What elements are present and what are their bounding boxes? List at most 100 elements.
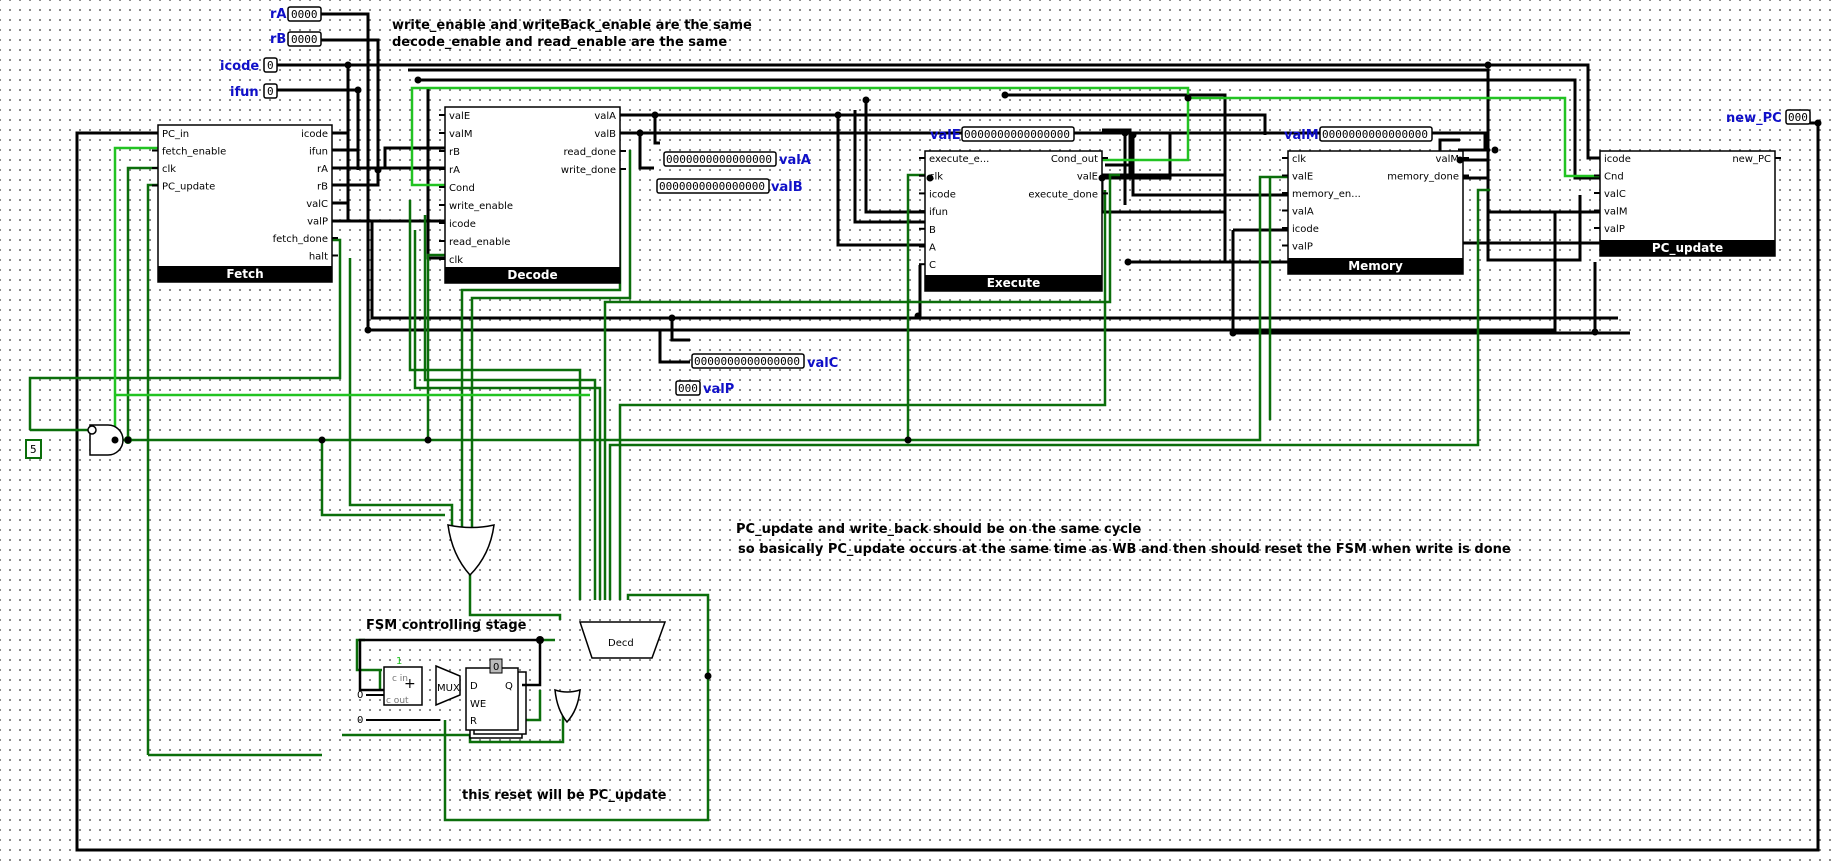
svg-text:valE: valE (930, 128, 961, 143)
pin-clock[interactable]: 5 (25, 439, 42, 459)
input-port-label: rB (449, 147, 460, 158)
svg-text:0000000000000000: 0000000000000000 (666, 153, 772, 166)
input-port-label: valA (1292, 207, 1314, 218)
svg-text:1: 1 (396, 656, 402, 667)
output-port-label: valB (594, 129, 616, 140)
fsm-mux[interactable]: MUX (435, 664, 461, 707)
block-title-bar (1600, 240, 1775, 256)
note-fsm-stage: FSM controlling stage (366, 618, 527, 633)
input-port-label: icode (1604, 154, 1631, 165)
input-port-label: valM (449, 129, 472, 140)
probe-valM: valM 0000000000000000 (1284, 126, 1433, 143)
pin-ifun[interactable]: ifun 0 (230, 83, 278, 100)
junction-dot (1229, 329, 1237, 337)
decoder[interactable]: Decd (578, 621, 667, 659)
input-port-label: Cond (449, 183, 475, 194)
junction-dot (424, 436, 432, 444)
svg-text:0000000000000000: 0000000000000000 (964, 128, 1070, 141)
fsm-adder[interactable]: 1 + c in c out (383, 656, 423, 706)
fsm-constant-2: 0 (357, 715, 440, 726)
output-port-label: memory_done (1387, 172, 1459, 183)
junction-dot (1184, 94, 1192, 102)
svg-text:0: 0 (357, 715, 363, 726)
svg-text:c in: c in (392, 674, 408, 684)
junction-dot (1814, 119, 1822, 127)
junction-dot (1491, 146, 1499, 154)
note-pc-update-cycle: PC_update and write_back should be on th… (736, 522, 1141, 537)
input-port-label: icode (449, 219, 476, 230)
junction-dot (536, 636, 544, 644)
or-gate-large[interactable] (447, 524, 495, 577)
input-port-label: valE (449, 111, 470, 122)
output-port-label: read_done (564, 147, 616, 158)
junction-dot (862, 96, 870, 104)
probe-new-PC: new_PC 000 (1726, 109, 1811, 126)
junction-dot (636, 129, 644, 137)
svg-text:valB: valB (771, 180, 803, 195)
svg-text:new_PC: new_PC (1726, 111, 1782, 126)
output-port-label: rB (317, 182, 328, 193)
block-title: Decode (507, 268, 557, 282)
fetch-block[interactable]: FetchPC_infetch_enableclkPC_updateicodei… (152, 124, 338, 283)
or-gate-small[interactable] (554, 688, 581, 724)
svg-text:Q: Q (505, 681, 513, 692)
input-port-label: clk (162, 164, 176, 175)
svg-text:+: + (404, 676, 416, 692)
light-green-wires (113, 86, 1600, 440)
junction-dot (1121, 129, 1129, 137)
block-title: PC_update (1652, 241, 1723, 256)
junction-dot (124, 436, 132, 444)
block-title: Execute (987, 276, 1041, 290)
svg-text:WE: WE (470, 699, 486, 710)
svg-text:ifun: ifun (230, 85, 259, 100)
output-port-label: valM (1436, 154, 1459, 165)
svg-text:000: 000 (678, 382, 698, 395)
junction-dot (111, 436, 119, 444)
note-write-enable: write_enable and writeBack_enable are th… (392, 18, 752, 33)
input-port-label: valM (1604, 207, 1627, 218)
pin-rB[interactable]: rB 0000 (270, 31, 322, 47)
pin-icode[interactable]: icode 0 (220, 57, 278, 74)
output-port-label: new_PC (1732, 154, 1771, 165)
input-port-label: icode (929, 189, 956, 200)
junction-dot (1591, 328, 1599, 336)
input-port-label: valC (1604, 189, 1626, 200)
input-port-label: write_enable (449, 201, 513, 212)
svg-text:0000000000000000: 0000000000000000 (1322, 128, 1428, 141)
svg-text:0: 0 (267, 85, 274, 98)
note-pc-update-reset: so basically PC_update occurs at the sam… (738, 542, 1511, 557)
junction-dot (704, 672, 712, 680)
junction-dot (914, 312, 922, 320)
decode-block[interactable]: DecodevalEvalMrBrACondwrite_enableicoder… (439, 106, 626, 284)
output-port-label: valP (307, 217, 328, 228)
input-port-label: A (929, 243, 936, 254)
svg-text:000: 000 (1788, 111, 1808, 124)
pin-rA[interactable]: rA 0000 (270, 6, 322, 22)
svg-text:Decd: Decd (608, 638, 634, 649)
svg-text:5: 5 (30, 443, 37, 456)
junction-dot (414, 76, 422, 84)
execute-block[interactable]: Executeexecute_e...clkicodeifunBACCond_o… (919, 150, 1108, 292)
svg-text:0: 0 (357, 690, 363, 701)
output-port-label: rA (317, 164, 328, 175)
green-wires (28, 150, 1490, 822)
and-gate[interactable] (87, 424, 132, 456)
junction-dot (904, 436, 912, 444)
svg-text:rA: rA (270, 7, 286, 22)
junction-dot (1098, 174, 1106, 182)
svg-text:R: R (470, 716, 477, 727)
output-port-label: valA (594, 111, 616, 122)
block-title-bar (158, 266, 332, 282)
junction-dot (354, 86, 362, 94)
svg-text:0: 0 (493, 662, 499, 673)
input-port-label: memory_en... (1292, 189, 1361, 200)
input-port-label: valP (1292, 242, 1313, 253)
fsm-register[interactable]: 0 D Q WE R (465, 658, 527, 739)
svg-text:valP: valP (703, 382, 734, 397)
block-title-bar (1288, 258, 1463, 274)
fsm-feedback-wire (358, 638, 542, 692)
memory-block[interactable]: MemoryclkvalEmemory_en...valAicodevalPva… (1282, 150, 1469, 275)
junction-dot (1001, 91, 1009, 99)
